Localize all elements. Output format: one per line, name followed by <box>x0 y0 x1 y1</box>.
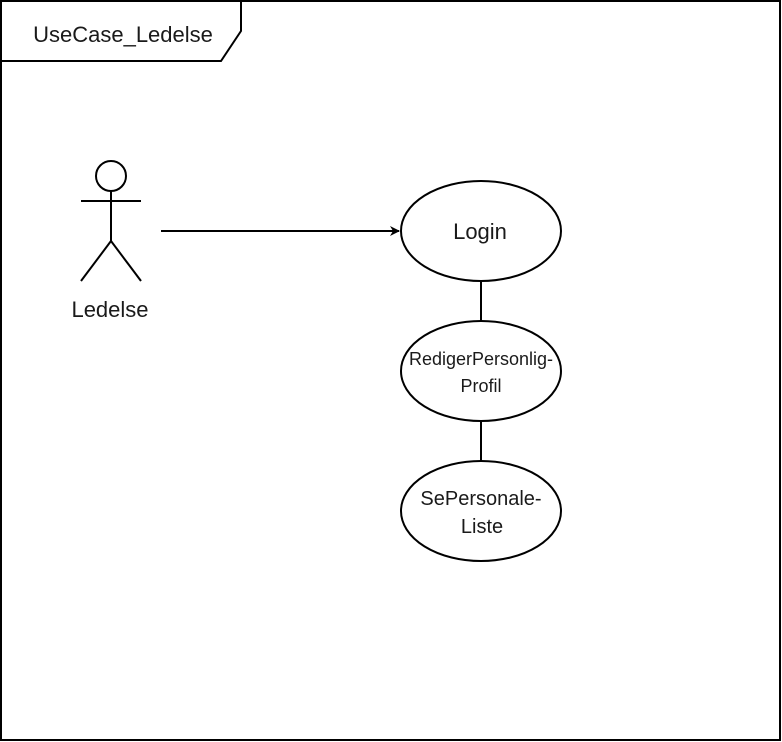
usecase-login[interactable] <box>400 180 562 282</box>
frame-title-tab <box>1 0 242 62</box>
actor-left-leg <box>80 240 112 282</box>
actor-right-leg <box>110 240 142 282</box>
usecase-rediger-label-line2: Profil <box>460 376 501 396</box>
actor-label: Ledelse <box>71 297 148 322</box>
frame-title: UseCase_Ledelse <box>33 22 213 47</box>
usecase-rediger-label-line1: RedigerPersonlig- <box>409 349 553 369</box>
usecase-se-label-line2: Liste <box>461 516 503 538</box>
actor-ledelse[interactable] <box>80 160 142 282</box>
usecase-rediger-personlig-profil[interactable] <box>400 320 562 422</box>
actor-head <box>95 160 127 192</box>
usecase-login-label: Login <box>453 219 507 244</box>
usecase-se-label-line1: SePersonale- <box>420 488 541 510</box>
usecase-se-personale-liste[interactable] <box>400 460 562 562</box>
